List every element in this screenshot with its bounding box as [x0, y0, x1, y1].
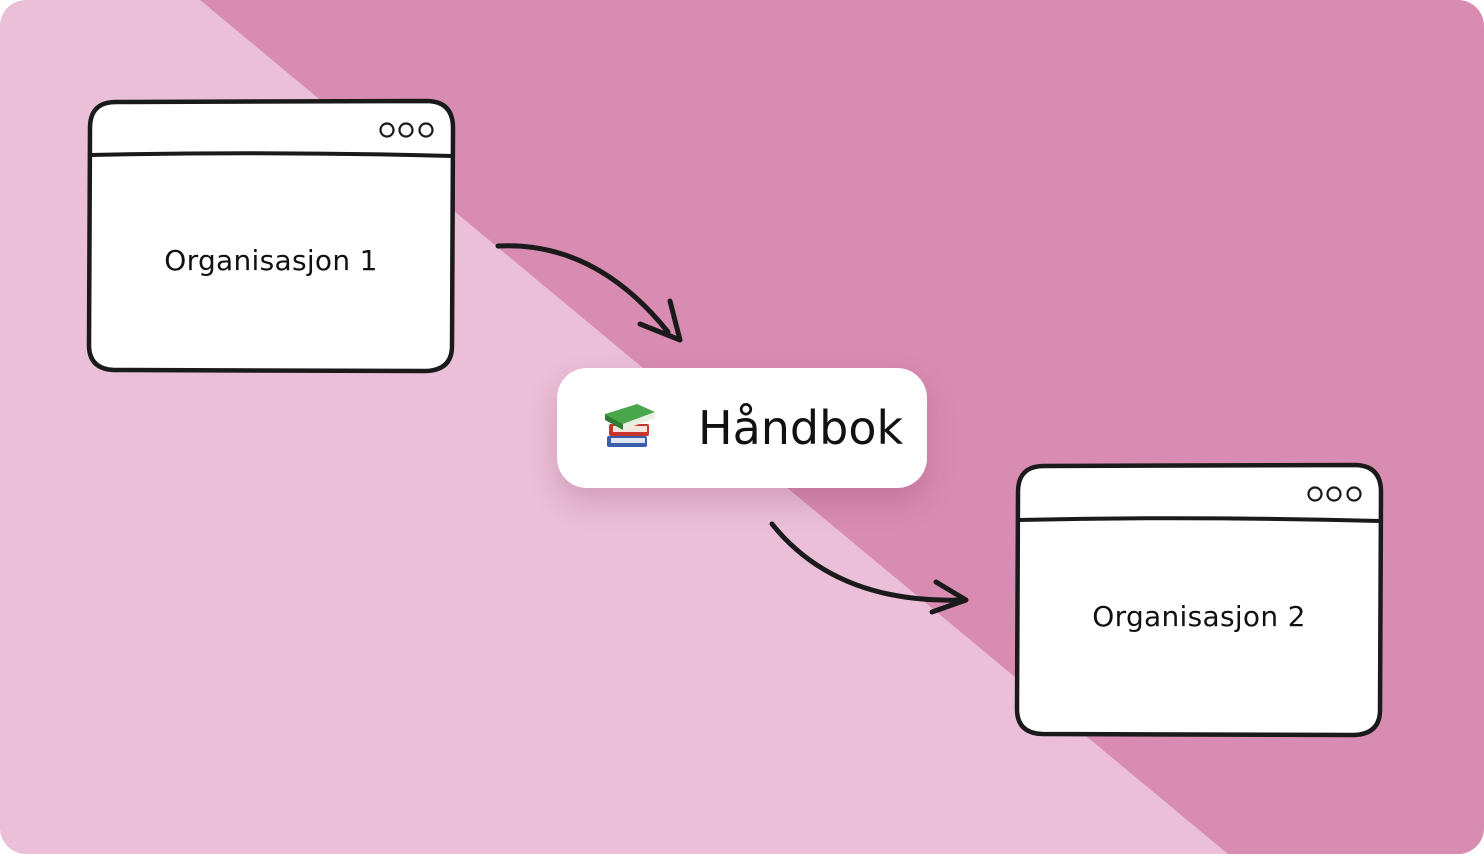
- organization-2-window: Organisasjon 2: [1014, 462, 1384, 738]
- arrow-handbook-to-org2: [769, 521, 969, 615]
- window-frame: [86, 98, 456, 374]
- window-frame: [1014, 462, 1384, 738]
- window-titlebar-divider: [1016, 516, 1382, 523]
- handbook-title: Håndbok: [698, 401, 904, 455]
- books-icon: [605, 404, 655, 447]
- window-controls-icon: [379, 122, 434, 138]
- organization-2-label: Organisasjon 2: [1092, 600, 1306, 633]
- window-titlebar-divider: [88, 151, 454, 158]
- organization-1-label: Organisasjon 1: [164, 244, 378, 277]
- arrow-org1-to-handbook: [495, 243, 683, 343]
- organization-1-window: Organisasjon 1: [86, 98, 456, 374]
- window-controls-icon: [1307, 486, 1362, 502]
- handbook-card: Håndbok: [557, 368, 927, 488]
